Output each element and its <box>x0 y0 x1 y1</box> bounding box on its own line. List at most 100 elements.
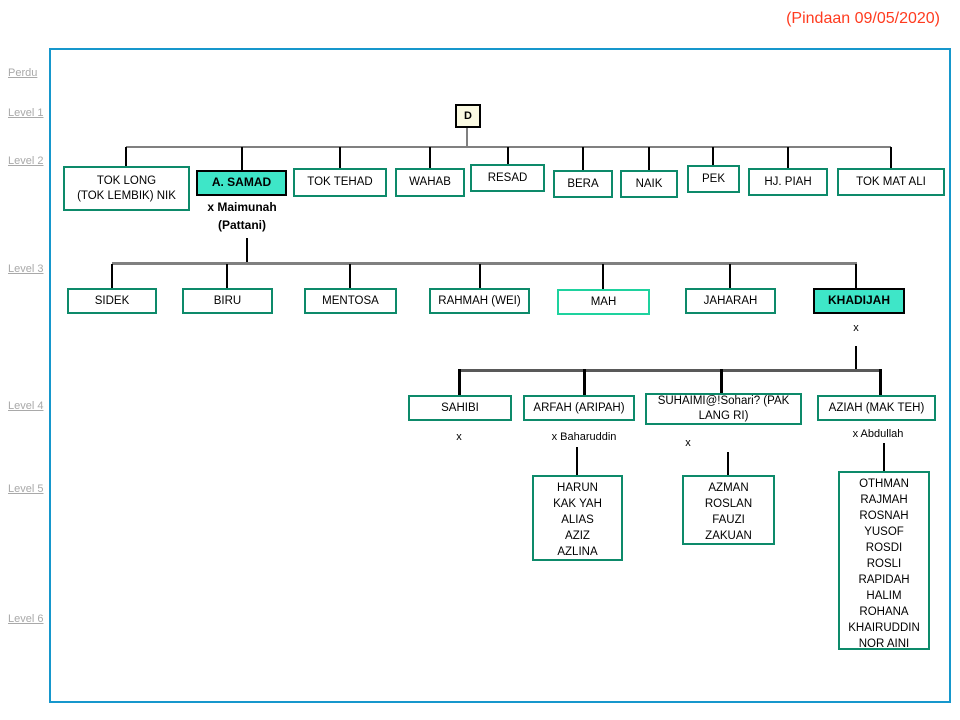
node-label: ROSLI <box>866 558 902 570</box>
connector-line <box>507 147 509 165</box>
level-label-5[interactable]: Level 5 <box>8 483 44 495</box>
node-label: ROSLAN <box>704 498 753 510</box>
connector-line <box>787 147 789 169</box>
node-sidek[interactable]: SIDEK <box>67 288 157 314</box>
node-label: NAIK <box>635 177 663 190</box>
node-label: ARFAH (ARIPAH) <box>533 401 625 414</box>
node-hj-piah[interactable]: HJ. PIAH <box>748 168 828 196</box>
connector-line <box>429 147 431 169</box>
spouse-suhaimi[interactable]: x <box>668 435 708 452</box>
node-label: HALIM <box>866 590 902 602</box>
node-label: LANG RI) <box>698 410 749 422</box>
level-label-6[interactable]: Level 6 <box>8 613 44 625</box>
node-label: RAPIDAH <box>858 574 910 586</box>
connector-line <box>855 264 857 289</box>
annotation-line: x <box>685 437 691 449</box>
node-tok-mat-ali[interactable]: TOK MAT ALI <box>837 168 945 196</box>
page-title: (Pindaan 09/05/2020) <box>786 10 940 27</box>
node-label: ROSNAH <box>859 510 909 522</box>
node-resad[interactable]: RESAD <box>470 164 545 192</box>
connector-line <box>883 443 885 471</box>
connector-line <box>720 369 723 394</box>
connector-line <box>582 147 584 171</box>
node-naik[interactable]: NAIK <box>620 170 678 198</box>
level-label-2[interactable]: Level 2 <box>8 155 44 167</box>
spouse-arfah[interactable]: x Baharuddin <box>534 429 634 446</box>
node-rahmah[interactable]: RAHMAH (WEI) <box>429 288 530 314</box>
level-label-perdu[interactable]: Perdu <box>8 67 38 79</box>
node-arfah[interactable]: ARFAH (ARIPAH) <box>523 395 635 421</box>
node-tok-long[interactable]: TOK LONG (TOK LEMBIK) NIK <box>63 166 190 211</box>
annotation-line: (Pattani) <box>218 218 266 232</box>
node-mentosa[interactable]: MENTOSA <box>304 288 397 314</box>
node-label: YUSOF <box>864 526 904 538</box>
level-label-4[interactable]: Level 4 <box>8 400 44 412</box>
connector-line <box>459 369 882 372</box>
connector-line <box>602 264 604 290</box>
annotation-line: x <box>456 431 462 443</box>
connector-line <box>111 264 113 289</box>
annotation-line: x <box>853 322 859 334</box>
node-mah[interactable]: MAH <box>557 289 650 315</box>
node-tok-tehad[interactable]: TOK TEHAD <box>293 168 387 197</box>
node-label: AZIAH (MAK TEH) <box>828 401 925 414</box>
node-label: BIRU <box>213 294 242 307</box>
spouse-khadijah[interactable]: x <box>836 320 876 337</box>
spouse-aziah[interactable]: x Abdullah <box>828 426 928 443</box>
node-label: (TOK LEMBIK) NIK <box>77 189 176 202</box>
node-a-samad[interactable]: A. SAMAD <box>196 170 287 196</box>
chart-frame <box>49 48 951 703</box>
node-jaharah[interactable]: JAHARAH <box>685 288 776 314</box>
node-label: TOK TEHAD <box>307 176 373 189</box>
connector-line <box>466 128 468 148</box>
level-label-3[interactable]: Level 3 <box>8 263 44 275</box>
node-label: ROSDI <box>865 542 903 554</box>
node-label: TOK MAT ALI <box>856 175 926 188</box>
node-label: ROHANA <box>859 606 909 618</box>
node-label: TOK LONG <box>96 174 157 187</box>
node-bera[interactable]: BERA <box>553 170 613 198</box>
node-label: AZLINA <box>557 546 598 558</box>
connector-line <box>727 452 729 475</box>
node-aziah[interactable]: AZIAH (MAK TEH) <box>817 395 936 421</box>
connector-line <box>349 264 351 289</box>
node-pek[interactable]: PEK <box>687 165 740 193</box>
connector-line <box>712 147 714 166</box>
connector-line <box>576 447 578 475</box>
connector-line <box>648 147 650 171</box>
connector-line <box>458 369 461 396</box>
node-label: A. SAMAD <box>211 175 272 190</box>
connector-line <box>855 346 857 371</box>
node-label: FAUZI <box>712 514 745 526</box>
node-d[interactable]: D <box>455 104 481 128</box>
annotation-line: x Maimunah <box>207 200 277 214</box>
node-label: KAK YAH <box>553 498 602 510</box>
connector-line <box>583 369 586 396</box>
spouse-sahibi[interactable]: x <box>439 429 479 446</box>
node-khadijah[interactable]: KHADIJAH <box>813 288 905 314</box>
node-wahab[interactable]: WAHAB <box>395 168 465 197</box>
connector-line <box>879 369 882 396</box>
node-biru[interactable]: BIRU <box>182 288 273 314</box>
connector-line <box>241 147 243 171</box>
node-sahibi[interactable]: SAHIBI <box>408 395 512 421</box>
spouse-a-samad[interactable]: x Maimunah (Pattani) <box>176 198 308 234</box>
node-label: KHAIRUDDIN <box>848 622 920 634</box>
node-label: OTHMAN <box>859 478 909 490</box>
connector-line <box>479 264 481 289</box>
node-label: ALIAS <box>561 514 594 526</box>
node-label: SAHIBI <box>441 401 479 414</box>
node-label: NOR AINI <box>858 638 910 650</box>
node-label: HARUN <box>557 482 598 494</box>
connector-line <box>890 147 892 169</box>
level-label-1[interactable]: Level 1 <box>8 107 44 119</box>
node-label: WAHAB <box>409 176 451 189</box>
annotation-line: x Baharuddin <box>551 431 617 443</box>
node-label: RESAD <box>487 171 528 184</box>
node-label: JAHARAH <box>703 294 758 307</box>
